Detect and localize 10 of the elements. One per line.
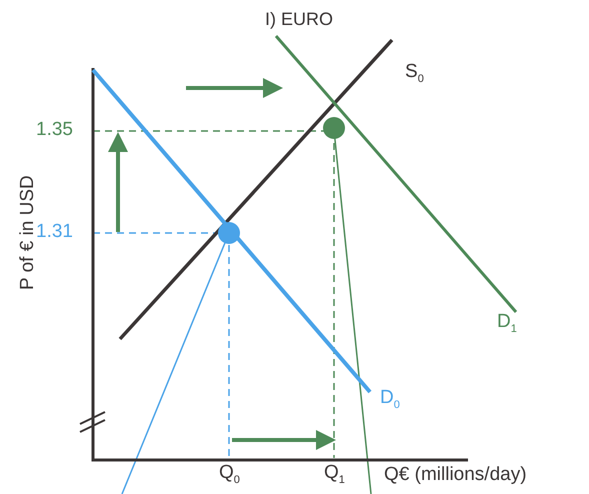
tick-label: 1.35 xyxy=(36,120,73,141)
title: I) EURO xyxy=(265,10,334,30)
axis-label: Q€ (millions/day) xyxy=(384,465,527,486)
tick-label: 1.31 xyxy=(36,222,73,243)
curve-label: S$_{0}$ xyxy=(405,62,424,85)
curve-label: D$_{1}$ xyxy=(497,312,517,335)
axis-label: P of € in USD xyxy=(18,174,38,290)
curve-label: D$_{0}$ xyxy=(380,388,400,411)
tick-label: Q$_{0}$ xyxy=(219,463,240,486)
tick-label: Q$_{1}$ xyxy=(324,463,345,486)
